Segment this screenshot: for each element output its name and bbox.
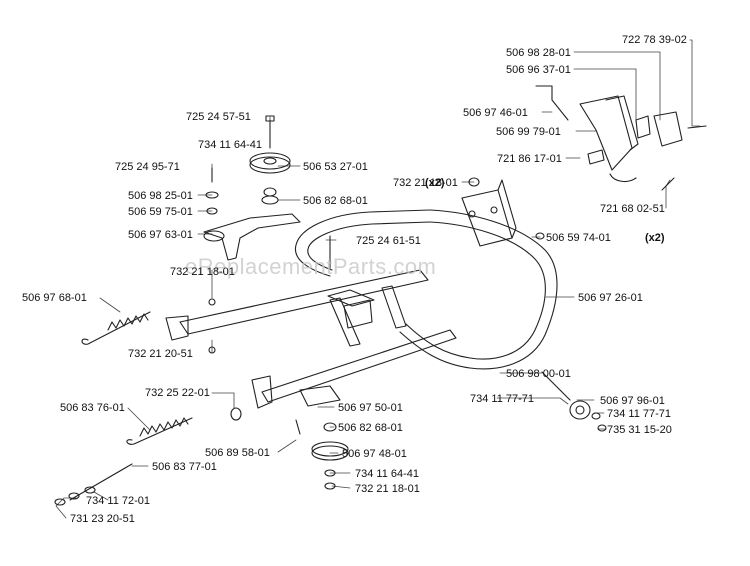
part-label: 732 21 18-01 — [393, 177, 458, 189]
watermark: eReplacementParts.com — [185, 254, 437, 279]
part-label: 725 24 61-51 — [356, 235, 421, 247]
part-label: 506 98 28-01 — [506, 47, 571, 59]
part-label: 734 11 77-71 — [470, 393, 535, 405]
quantity-note: (x2) — [425, 177, 445, 189]
part-label: 506 53 27-01 — [303, 161, 368, 173]
quantity-note: (x2) — [645, 232, 665, 244]
part-label: 506 97 68-01 — [22, 292, 87, 304]
part-label: 506 97 48-01 — [342, 448, 407, 460]
part-label: 732 21 18-01 — [170, 266, 235, 278]
part-label: 506 82 68-01 — [303, 195, 368, 207]
part-label: 506 97 63-01 — [128, 229, 193, 241]
part-label: 722 78 39-02 — [622, 34, 687, 46]
part-label: 506 97 26-01 — [578, 292, 643, 304]
part-label: 725 24 95-71 — [115, 161, 180, 173]
part-label: 725 24 57-51 — [186, 111, 251, 123]
part-label: 506 97 46-01 — [463, 107, 528, 119]
part-label: 506 96 37-01 — [506, 64, 571, 76]
part-label: 734 11 72-01 — [86, 495, 151, 507]
part-label: 732 25 22-01 — [145, 387, 210, 399]
part-label: 734 11 64-41 — [355, 468, 420, 480]
part-label: 734 11 64-41 — [198, 139, 263, 151]
pedal-assembly — [535, 85, 707, 191]
idler-assembly — [468, 177, 607, 432]
part-label: 506 89 58-01 — [205, 447, 270, 459]
part-label: 506 99 79-01 — [496, 126, 561, 138]
part-label: 734 11 77-71 — [607, 408, 672, 420]
part-label: 506 59 75-01 — [128, 206, 193, 218]
part-label: 506 97 50-01 — [338, 402, 403, 414]
part-label: 506 97 96-01 — [600, 395, 665, 407]
part-label: 721 68 02-51 — [600, 203, 665, 215]
part-label: 506 98 00-01 — [506, 368, 571, 380]
part-label: 506 83 77-01 — [152, 461, 217, 473]
part-label: 721 86 17-01 — [497, 153, 562, 165]
springs — [69, 311, 193, 501]
main-frame — [165, 179, 558, 409]
part-label: 506 98 25-01 — [128, 190, 193, 202]
part-label: 731 23 20-51 — [70, 513, 135, 525]
part-label: 506 83 76-01 — [60, 402, 125, 414]
part-label: 732 21 20-51 — [128, 348, 193, 360]
pulley-arm-assembly — [203, 115, 301, 354]
part-label: 732 21 18-01 — [355, 483, 420, 495]
part-label: 735 31 15-20 — [607, 424, 672, 436]
lower-pulley — [54, 235, 349, 506]
part-label: 506 59 74-01 — [546, 232, 611, 244]
part-label: 506 82 68-01 — [338, 422, 403, 434]
